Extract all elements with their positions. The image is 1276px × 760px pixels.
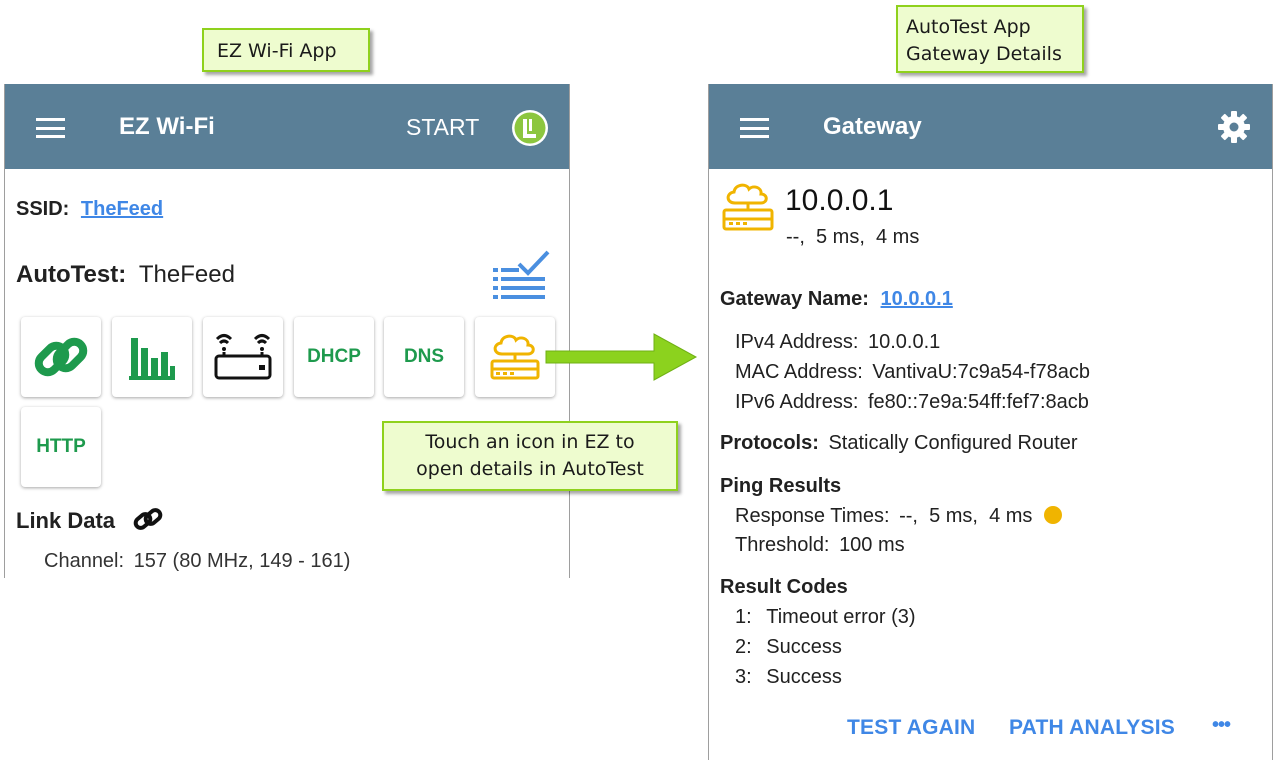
chain-link-icon (133, 506, 163, 532)
chart-tile[interactable] (112, 317, 192, 397)
cloud-gateway-icon (721, 181, 775, 233)
ez-wifi-app-callout: EZ Wi-Fi App (202, 28, 370, 72)
gateway-details-screen: Gateway (708, 84, 1273, 760)
ping-results-heading: Ping Results (720, 475, 842, 497)
mac-row: MAC Address: VantivaU:7c9a54-f78acb (735, 361, 1090, 384)
ez-app-title: EZ Wi-Fi (119, 113, 215, 140)
status-indicator-icon[interactable] (511, 109, 549, 147)
result-code-num: 3: (735, 666, 752, 688)
gateway-tile[interactable] (475, 317, 555, 397)
protocols-value: Statically Configured Router (828, 432, 1078, 454)
autotest-row: AutoTest: TheFeed (16, 261, 235, 289)
result-code-text: Success (766, 636, 842, 658)
http-tile-label: HTTP (36, 436, 86, 457)
ipv6-label: IPv6 Address: (735, 391, 859, 413)
arrow-icon (544, 330, 704, 384)
response-times-value: --, 5 ms, 4 ms (899, 505, 1033, 527)
gateway-app-title: Gateway (823, 113, 922, 140)
autotest-callout-line1: AutoTest App (906, 16, 1031, 38)
ipv6-row: IPv6 Address: fe80::7e9a:54ff:fef7:8acb (735, 391, 1089, 414)
link-data-label: Link Data (16, 508, 116, 533)
result-code-num: 1: (735, 606, 752, 628)
dhcp-tile[interactable]: DHCP (294, 317, 374, 397)
hamburger-menu-icon[interactable] (740, 118, 769, 138)
ipv6-value: fe80::7e9a:54ff:fef7:8acb (867, 391, 1089, 413)
channel-label: Channel: (44, 550, 125, 572)
autotest-value: TheFeed (138, 261, 235, 288)
ssid-label: SSID: (16, 198, 70, 220)
ipv4-value: 10.0.0.1 (867, 331, 941, 353)
gateway-ip-heading: 10.0.0.1 (785, 184, 894, 217)
touch-callout-line2: open details in AutoTest (416, 458, 644, 480)
result-codes-heading: Result Codes (720, 576, 848, 598)
result-code-row: 2: Success (735, 636, 842, 659)
mac-value: VantivaU:7c9a54-f78acb (872, 361, 1090, 383)
cloud-gateway-icon (490, 334, 540, 380)
response-times-label: Response Times: (735, 505, 890, 527)
channel-value: 157 (80 MHz, 149 - 161) (133, 550, 351, 572)
test-again-button[interactable]: TEST AGAIN (847, 716, 976, 739)
autotest-checklist-icon[interactable] (491, 248, 551, 300)
result-code-row: 1: Timeout error (3) (735, 606, 916, 629)
gateway-name-label: Gateway Name: (720, 288, 869, 310)
ipv4-label: IPv4 Address: (735, 331, 859, 353)
channel-row: Channel: 157 (80 MHz, 149 - 161) (44, 550, 350, 573)
chain-link-icon (34, 337, 88, 377)
threshold-row: Threshold: 100 ms (735, 534, 905, 557)
link-data-row: Link Data (16, 508, 115, 534)
protocols-label: Protocols: (720, 432, 819, 454)
autotest-app-callout: AutoTest App Gateway Details (896, 5, 1084, 73)
gateway-name-link[interactable]: 10.0.0.1 (880, 288, 953, 310)
path-analysis-button[interactable]: PATH ANALYSIS (1009, 716, 1175, 739)
ez-wifi-screen: EZ Wi-Fi START SSID: TheFeed AutoTest: T… (4, 84, 570, 578)
dhcp-tile-label: DHCP (307, 346, 361, 367)
ssid-row: SSID: TheFeed (16, 198, 163, 221)
result-code-num: 2: (735, 636, 752, 658)
mac-label: MAC Address: (735, 361, 863, 383)
autotest-label: AutoTest: (16, 261, 127, 288)
link-tile[interactable] (21, 317, 101, 397)
ssid-link[interactable]: TheFeed (80, 198, 164, 220)
gateway-name-row: Gateway Name: 10.0.0.1 (720, 288, 953, 311)
dns-tile[interactable]: DNS (384, 317, 464, 397)
status-dot-icon (1043, 506, 1062, 524)
access-point-tile[interactable] (203, 317, 283, 397)
result-code-text: Timeout error (3) (766, 606, 916, 628)
gear-icon[interactable] (1217, 110, 1251, 144)
hamburger-menu-icon[interactable] (36, 118, 65, 138)
gateway-ping-times: --, 5 ms, 4 ms (786, 226, 920, 248)
touch-callout-line1: Touch an icon in EZ to (425, 431, 635, 453)
ez-wifi-app-callout-text: EZ Wi-Fi App (217, 40, 337, 62)
threshold-value: 100 ms (839, 534, 905, 556)
router-icon (214, 334, 272, 380)
threshold-label: Threshold: (735, 534, 830, 556)
autotest-callout-line2: Gateway Details (906, 43, 1062, 65)
result-code-text: Success (766, 666, 842, 688)
gateway-app-bar: Gateway (709, 84, 1272, 169)
http-tile[interactable]: HTTP (21, 407, 101, 487)
touch-icon-callout: Touch an icon in EZ to open details in A… (382, 421, 678, 491)
bar-chart-icon (129, 338, 175, 380)
ez-app-bar: EZ Wi-Fi START (5, 84, 569, 169)
start-button[interactable]: START (406, 114, 480, 140)
response-times-row: Response Times: --, 5 ms, 4 ms (735, 505, 1062, 528)
protocols-row: Protocols: Statically Configured Router (720, 432, 1077, 455)
dns-tile-label: DNS (403, 346, 445, 367)
more-options-button[interactable]: ••• (1212, 714, 1231, 736)
result-code-row: 3: Success (735, 666, 842, 689)
ipv4-row: IPv4 Address: 10.0.0.1 (735, 331, 940, 354)
